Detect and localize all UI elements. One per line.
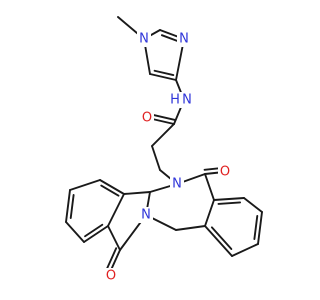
atom-n-ring-a: N bbox=[172, 177, 182, 192]
bond-lines bbox=[65, 16, 263, 271]
bond bbox=[84, 223, 104, 238]
bond bbox=[175, 225, 206, 231]
bond bbox=[69, 194, 75, 219]
bond bbox=[210, 226, 233, 250]
bond bbox=[107, 225, 121, 251]
atom-o-ring-a: O bbox=[220, 165, 230, 180]
bond bbox=[151, 123, 175, 147]
bond bbox=[160, 34, 181, 43]
bond bbox=[217, 201, 242, 205]
bond bbox=[65, 221, 85, 243]
atom-h-amide: H bbox=[170, 93, 180, 108]
atom-labels: N N H N O N O N O bbox=[104, 31, 232, 284]
bond bbox=[243, 197, 263, 213]
bond bbox=[106, 247, 118, 270]
bond bbox=[204, 173, 215, 201]
bond bbox=[107, 193, 125, 227]
bond bbox=[151, 145, 161, 171]
atom-n-pyrazole-1: N bbox=[139, 32, 149, 47]
atom-n-amide: N bbox=[182, 93, 192, 108]
bond bbox=[149, 73, 177, 81]
bond bbox=[253, 215, 259, 240]
bond bbox=[100, 184, 120, 197]
atom-o-ring-b: O bbox=[106, 269, 116, 284]
molecule-structure: N N H N O N O N O bbox=[65, 16, 263, 284]
bond bbox=[213, 197, 245, 201]
bond bbox=[123, 191, 151, 195]
bond bbox=[257, 211, 263, 245]
bond bbox=[99, 179, 125, 195]
bond bbox=[231, 243, 259, 257]
bond bbox=[110, 249, 121, 271]
atom-n-ring-b: N bbox=[141, 208, 151, 223]
atom-o-amide: O bbox=[142, 111, 152, 126]
bond bbox=[204, 199, 215, 227]
bond bbox=[65, 189, 71, 223]
bond bbox=[69, 179, 101, 191]
atom-n-pyrazole-2: N bbox=[179, 32, 189, 47]
bond bbox=[153, 69, 175, 77]
bond bbox=[83, 225, 109, 243]
bond bbox=[204, 225, 233, 257]
